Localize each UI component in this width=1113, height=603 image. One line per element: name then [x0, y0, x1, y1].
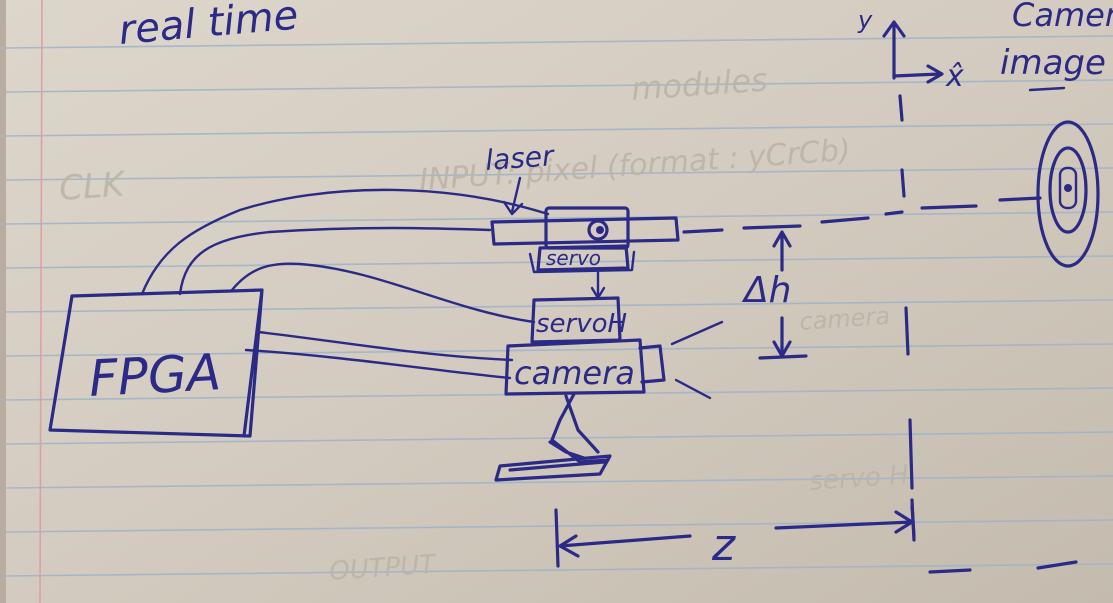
desk-edge: [0, 0, 6, 603]
axis-y-label: y: [857, 6, 873, 34]
camera-image-label-line2: image: [1000, 43, 1106, 83]
stray-stroke-1: [930, 570, 970, 572]
servo-label: servo: [546, 246, 601, 270]
z-right-bracket: [912, 500, 914, 540]
delta-h-label: Δh: [741, 270, 791, 311]
servo-h-label: servoH: [536, 309, 627, 339]
laser-label: laser: [484, 139, 556, 177]
z-left-bracket: [556, 510, 558, 566]
camera-label: camera: [514, 354, 635, 392]
laser-aperture-dot: [596, 226, 604, 234]
ghost-text-clk: CLK: [58, 164, 128, 209]
axis-x-label: x̂: [945, 59, 964, 94]
delta-h-bottom-tick: [760, 356, 806, 358]
z-label: z: [711, 520, 736, 571]
camera-image-label-line1: Camer: [1012, 0, 1113, 34]
fpga-label: FPGA: [88, 343, 223, 408]
